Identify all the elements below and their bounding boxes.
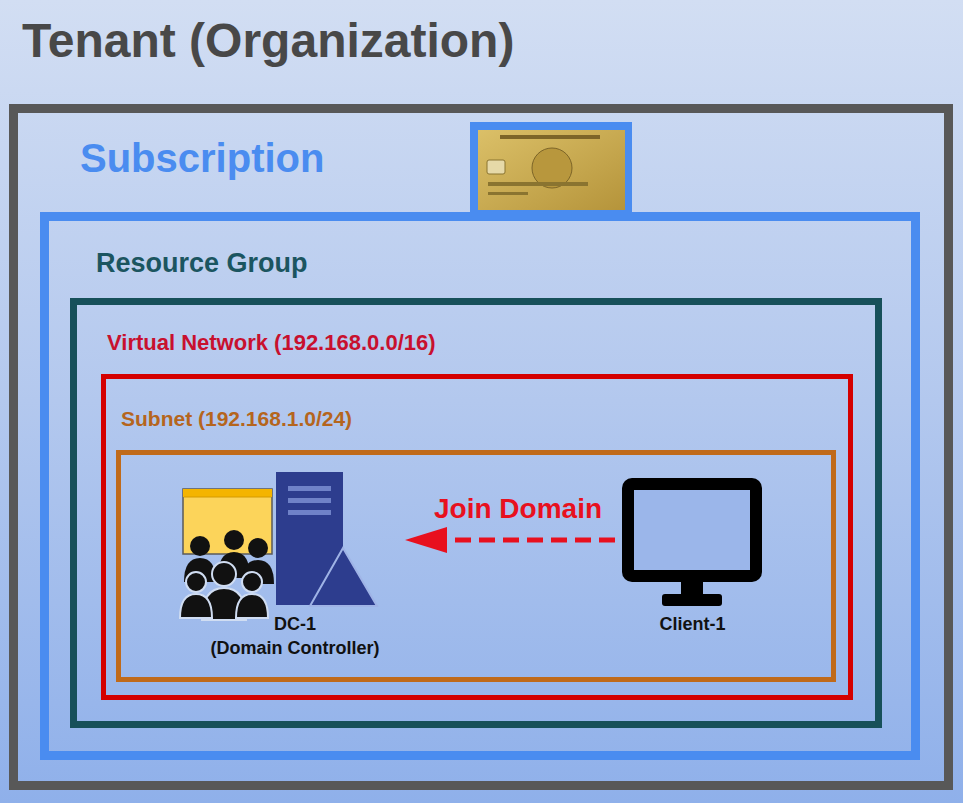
subnet-box: Subnet (192.168.1.0/24)DC-1(Domain Contr… bbox=[116, 450, 836, 682]
client-node: Client-1 bbox=[615, 472, 770, 640]
node-caption: (Domain Controller) bbox=[185, 638, 405, 660]
tenant-box: Tenant (Organization)SubscriptionResourc… bbox=[9, 104, 953, 790]
node-caption: DC-1 bbox=[185, 614, 405, 636]
box-heading: Subscription bbox=[80, 134, 324, 182]
domain-controller-node: DC-1(Domain Controller) bbox=[185, 470, 405, 666]
server-icon bbox=[276, 472, 377, 606]
virtual-network-box: Virtual Network (192.168.0.0/16)Subnet (… bbox=[101, 374, 853, 700]
box-heading: Virtual Network (192.168.0.0/16) bbox=[107, 330, 436, 356]
box-heading: Subnet (192.168.1.0/24) bbox=[121, 406, 352, 431]
monitor-icon bbox=[622, 478, 762, 606]
users-icon bbox=[180, 530, 274, 620]
node-caption: Client-1 bbox=[615, 614, 770, 636]
dashed-arrow bbox=[405, 527, 615, 553]
subscription-box: SubscriptionResource GroupVirtual Networ… bbox=[40, 212, 920, 760]
box-heading: Resource Group bbox=[96, 247, 308, 279]
box-heading: Tenant (Organization) bbox=[22, 12, 514, 70]
credit-card-icon bbox=[470, 122, 632, 214]
edge-label: Join Domain bbox=[434, 492, 602, 526]
